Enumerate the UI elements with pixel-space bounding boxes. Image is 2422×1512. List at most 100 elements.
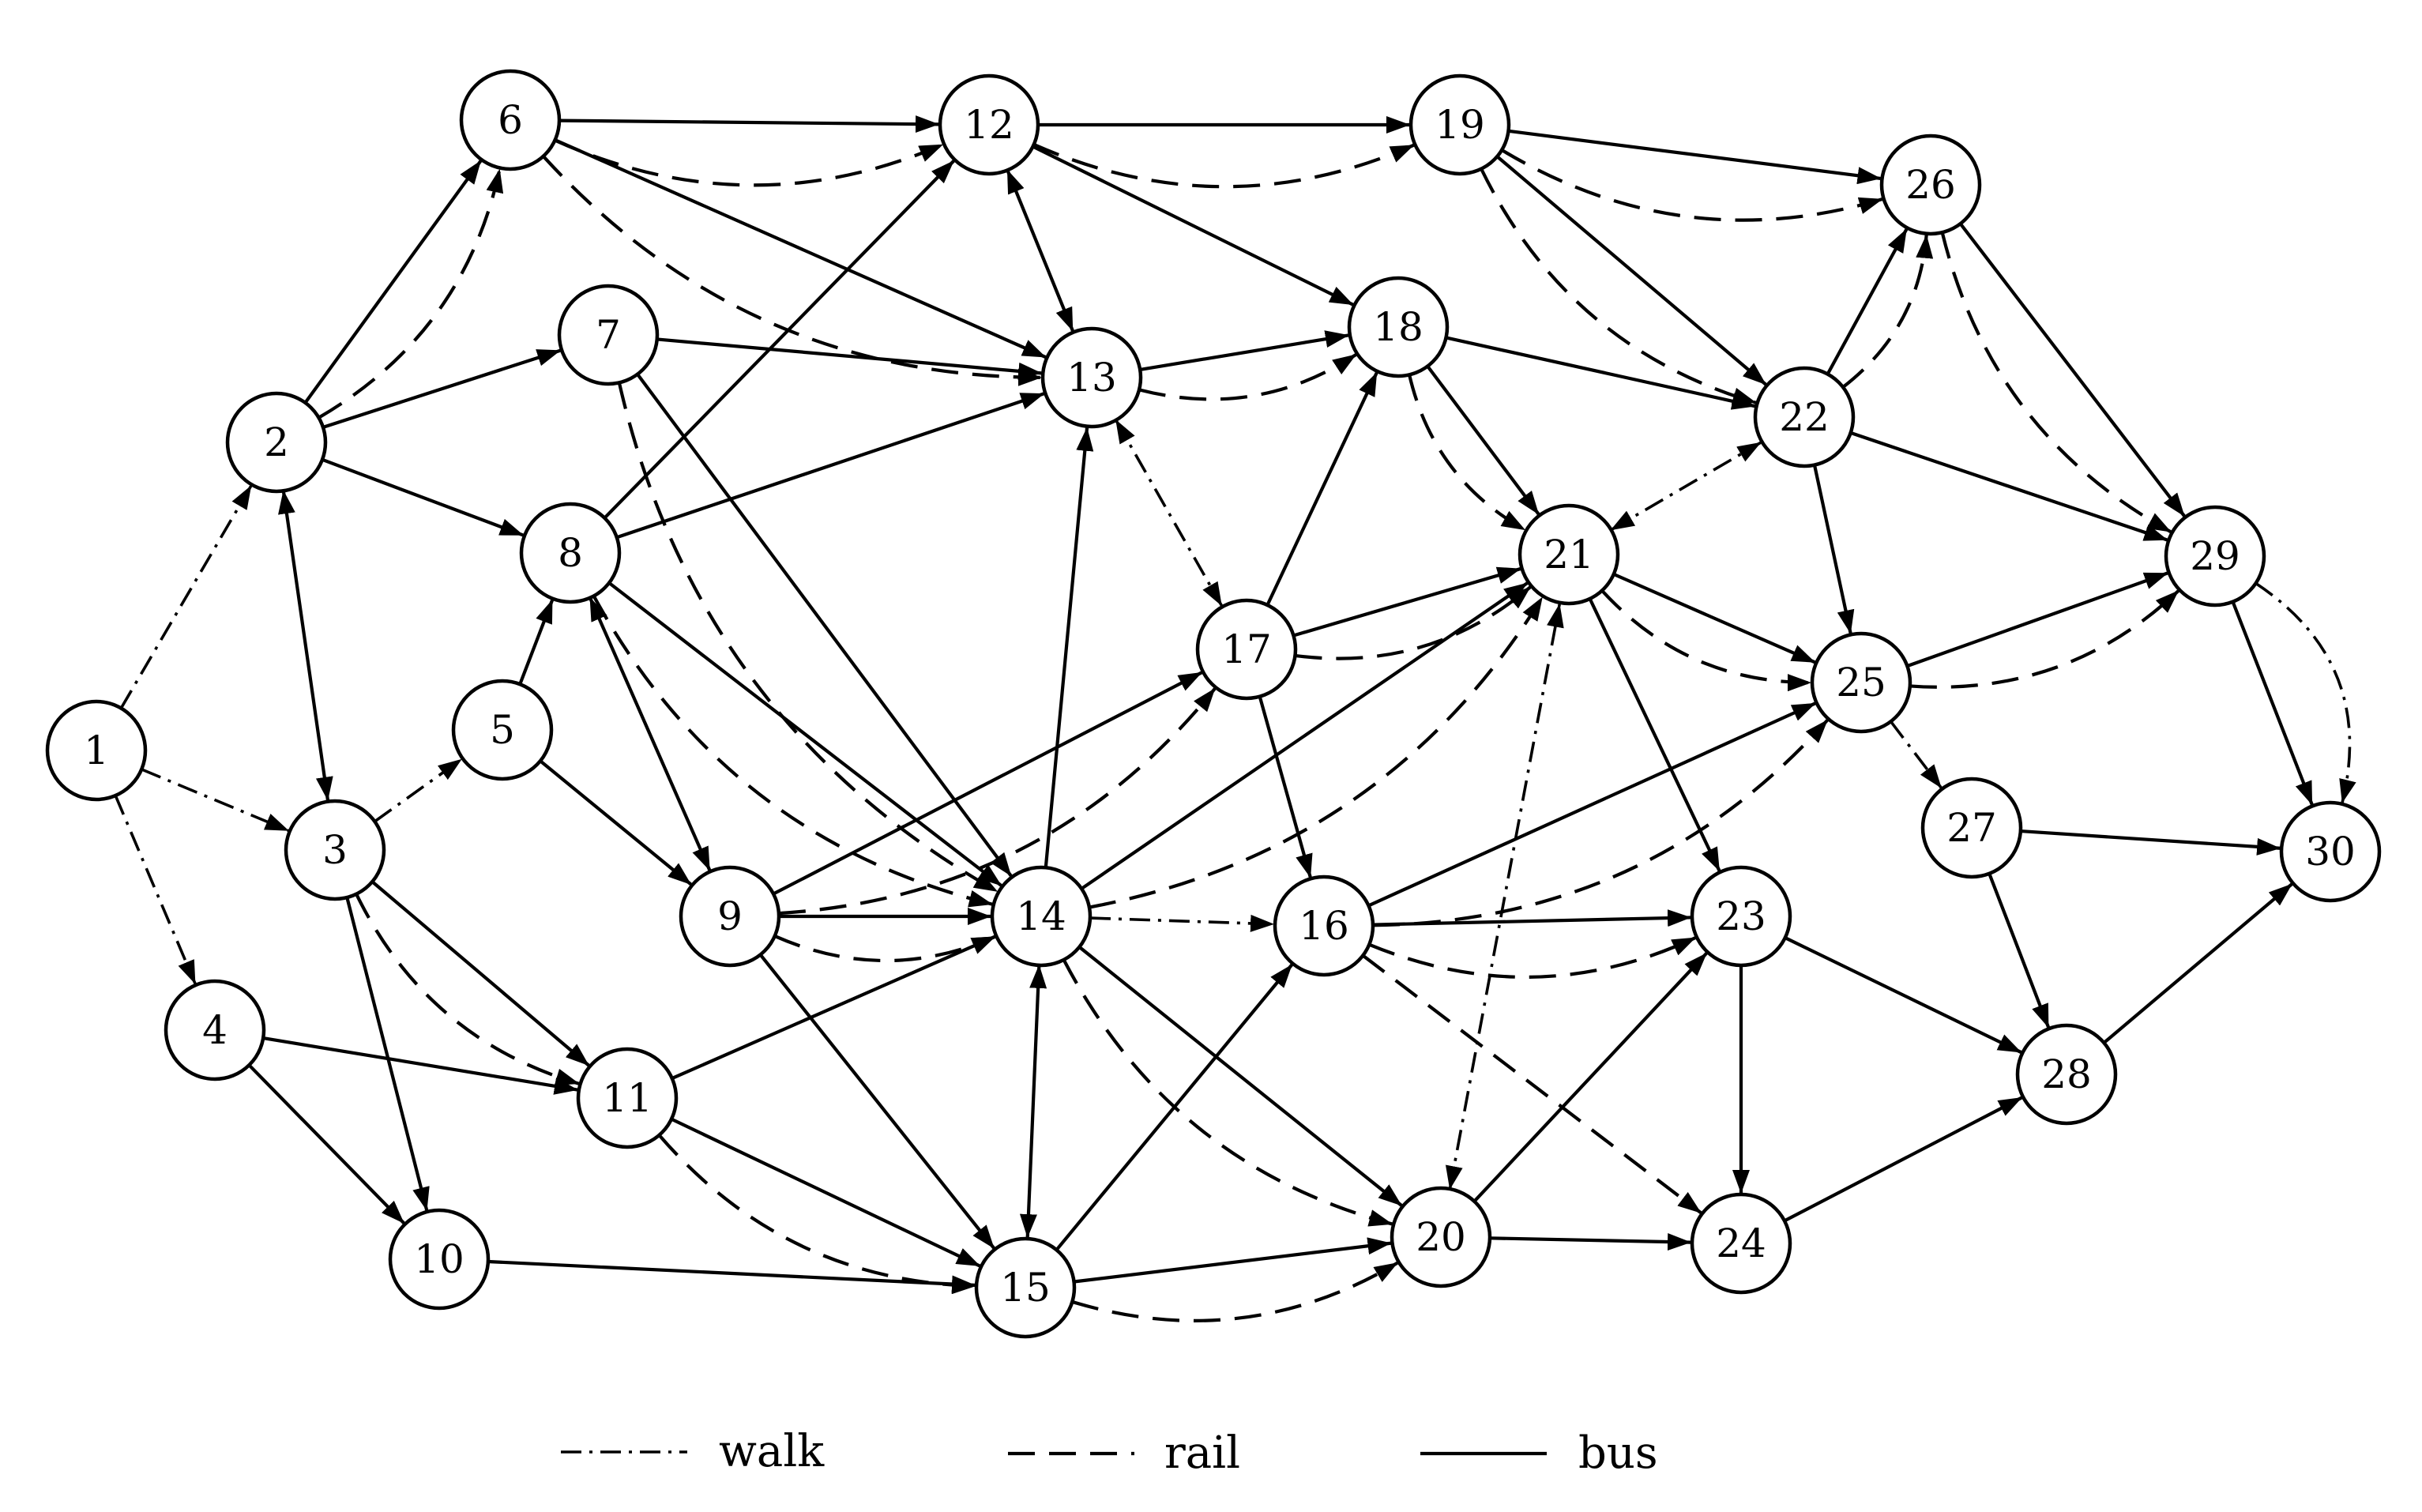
edge-bus-14-13 [1044,427,1094,868]
node-23: 23 [1690,865,1792,968]
node-circle [1390,1186,1492,1288]
edge-rail-25-29 [1909,589,2179,689]
node-circle [974,1236,1077,1339]
node-circle [2279,800,2382,903]
edge-walk-29-30 [2255,581,2356,803]
edge-bus-18-21 [1426,365,1540,516]
node-label: 19 [1435,102,1485,148]
node-label: 6 [498,97,523,143]
edge-bus-6-13 [554,138,1047,359]
node-16: 16 [1273,874,1375,977]
node-6: 6 [459,69,562,171]
edge-bus-17-18 [1266,372,1378,606]
edge-bus-17-21 [1292,566,1521,638]
edge-rail-18-21 [1408,374,1526,532]
edge-bus-14-20 [1078,946,1403,1207]
edge-bus-8-14 [607,581,1002,887]
node-label: 4 [202,1007,228,1053]
edge-bus-11-14 [671,935,996,1081]
edge-bus-7-14 [636,373,1013,877]
edge-bus-22-26 [1826,228,1909,375]
node-label: 21 [1544,532,1594,577]
node-17: 17 [1195,598,1298,701]
node-circle [938,73,1040,176]
edge-bus-8-12 [603,160,955,520]
node-1: 1 [45,699,148,802]
node-3: 3 [284,799,386,901]
node-circle [459,69,562,171]
node-circle [557,284,660,386]
edge-bus-4-11 [262,1036,578,1095]
node-label: 22 [1779,394,1830,440]
edge-bus-12-13 [1006,169,1074,332]
node-label: 26 [1905,162,1956,208]
node-label: 5 [490,707,515,753]
edge-rail-17-21 [1295,585,1532,660]
edge-bus-20-23 [1472,952,1708,1203]
node-27: 27 [1920,777,2023,879]
edge-bus-24-28 [1784,1096,2023,1223]
edge-bus-5-8 [518,599,555,685]
node-circle [1753,366,1856,468]
edge-bus-19-26 [1508,129,1882,185]
edge-bus-14-21 [1080,581,1529,890]
edge-rail-14-21 [1089,596,1544,909]
edge-walk-14-16 [1089,914,1275,932]
node-8: 8 [519,502,622,604]
node-circle [225,391,328,494]
node-label: 16 [1299,903,1349,949]
edge-bus-26-29 [1959,222,2186,517]
edge-bus-23-28 [1784,936,2022,1054]
node-30: 30 [2279,800,2382,903]
edge-bus-27-30 [2020,829,2281,856]
edge-bus-13-18 [1139,330,1349,371]
node-circle [1040,326,1143,429]
edge-bus-16-25 [1367,701,1816,908]
node-circle [679,865,781,968]
node-circle [284,799,386,901]
node-label: 12 [964,102,1014,148]
edge-walk-1-2 [119,485,253,709]
node-label: 11 [602,1075,653,1121]
edge-rail-8-14 [592,595,993,908]
node-label: 3 [322,827,348,873]
node-26: 26 [1879,134,1982,236]
edge-rail-21-25 [1600,589,1811,692]
edge-walk-21-22 [1610,441,1762,532]
edge-bus-27-28 [1988,873,2050,1029]
node-circle [388,1208,491,1311]
node-14: 14 [990,865,1093,968]
edge-bus-2-7 [322,348,562,429]
node-label: 1 [84,728,109,773]
edge-bus-9-17 [773,671,1203,896]
node-circle [1273,874,1375,977]
edge-rail-16-25 [1372,719,1829,927]
edge-bus-22-25 [1812,465,1855,634]
node-25: 25 [1810,631,1912,734]
node-circle [1195,598,1298,701]
node-20: 20 [1390,1186,1492,1288]
node-11: 11 [576,1047,679,1149]
edge-bus-10-15 [487,1259,976,1293]
edge-bus-25-29 [1906,571,2168,668]
node-label: 17 [1221,626,1272,672]
edge-rail-12-19 [1032,143,1415,189]
edge-rail-6-13 [542,155,1042,386]
edge-bus-18-22 [1446,336,1756,410]
node-label: 18 [1373,304,1423,350]
edge-rail-2-6 [318,168,504,419]
edge-bus-9-15 [758,953,995,1250]
edge-bus-11-15 [671,1117,981,1268]
legend: walk rail bus [561,1426,1658,1479]
edge-rail-7-14 [617,382,999,893]
edge-bus-19-22 [1495,155,1767,386]
node-5: 5 [451,679,554,781]
edge-bus-6-12 [558,115,939,134]
legend-bus-label: bus [1578,1427,1658,1479]
node-4: 4 [164,979,266,1081]
node-circle [1347,276,1450,378]
node-label: 20 [1416,1214,1466,1260]
edge-bus-2-6 [303,160,483,404]
node-circle [164,979,266,1081]
